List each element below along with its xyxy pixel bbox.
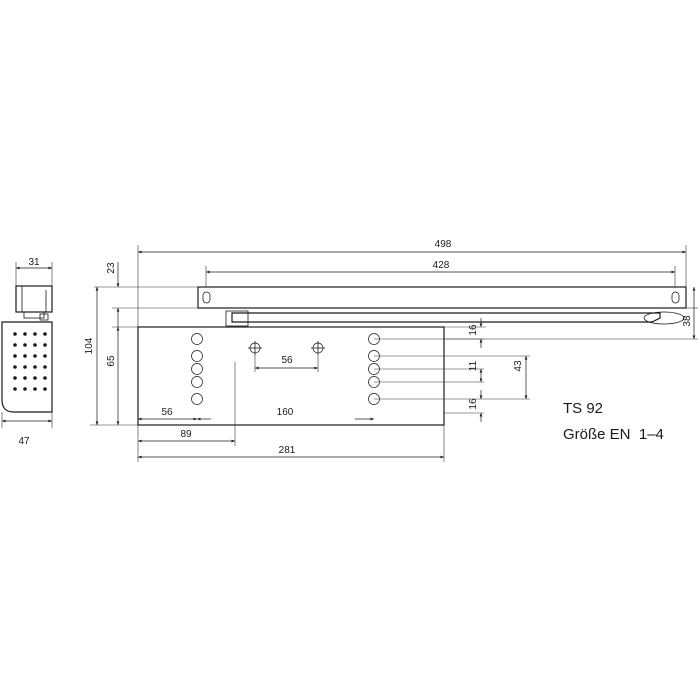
dim-38: 38 (682, 315, 693, 327)
guide-rail (197, 286, 687, 309)
grid-dot (43, 354, 47, 358)
grid-dot (13, 387, 17, 391)
grid-dot (43, 343, 47, 347)
dim-56-left: 56 (161, 407, 173, 418)
dim-281: 281 (279, 445, 296, 456)
dim-65: 65 (106, 355, 117, 367)
grid-dot (33, 343, 37, 347)
grid-dot (13, 365, 17, 369)
dim-47: 47 (18, 436, 30, 447)
grid-dot (43, 365, 47, 369)
grid-dot (33, 376, 37, 380)
grid-dot (23, 365, 27, 369)
dim-89: 89 (180, 429, 192, 440)
dim-160: 160 (277, 407, 294, 418)
side-dot-grid (13, 332, 47, 391)
grid-dot (13, 343, 17, 347)
grid-dot (23, 387, 27, 391)
mount-hole (191, 363, 203, 375)
dim-31: 31 (28, 257, 40, 268)
mount-hole (191, 350, 203, 362)
dim-23: 23 (106, 262, 117, 274)
slider-block (643, 311, 685, 325)
grid-dot (33, 387, 37, 391)
side-dimensions: 31 47 (1, 257, 53, 447)
side-connector (23, 311, 45, 319)
side-arm-block (15, 285, 53, 313)
dim-16-bottom: 16 (468, 398, 479, 410)
grid-dot (43, 332, 47, 336)
side-body (1, 321, 53, 413)
grid-dot (33, 332, 37, 336)
grid-dot (23, 354, 27, 358)
dim-428: 428 (433, 260, 450, 271)
dim-104: 104 (84, 337, 95, 354)
grid-dot (13, 376, 17, 380)
size-label: Größe EN 1–4 (563, 426, 664, 443)
grid-dot (43, 387, 47, 391)
dim-16-top: 16 (468, 324, 479, 336)
dim-11: 11 (468, 360, 479, 371)
grid-dot (23, 332, 27, 336)
dim-43: 43 (513, 360, 524, 372)
front-view (137, 286, 687, 426)
mount-hole (191, 333, 203, 345)
arm-pivot (225, 310, 249, 327)
mount-hole (191, 393, 203, 405)
dim-56-holes: 56 (281, 355, 293, 366)
model-label: TS 92 (563, 400, 603, 417)
side-view (1, 285, 53, 413)
rail-slot-right (671, 291, 680, 304)
grid-dot (33, 365, 37, 369)
mount-hole (191, 376, 203, 388)
dim-498: 498 (435, 239, 452, 250)
rail-slot-left (202, 291, 211, 304)
grid-dot (23, 376, 27, 380)
arm (231, 312, 661, 323)
grid-dot (33, 354, 37, 358)
closer-body (137, 326, 445, 426)
grid-dot (23, 343, 27, 347)
grid-dot (43, 376, 47, 380)
grid-dot (13, 332, 17, 336)
front-dimensions: 498 428 23 104 65 38 (84, 239, 698, 462)
grid-dot (13, 354, 17, 358)
